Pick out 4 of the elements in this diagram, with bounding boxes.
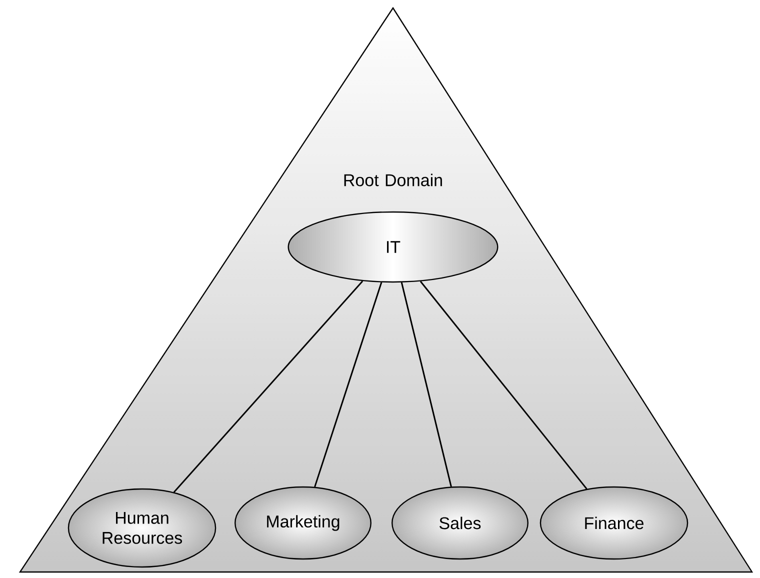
connector-line	[173, 280, 364, 493]
connector-line	[314, 282, 382, 488]
connector-line	[420, 280, 588, 490]
connector-line	[400, 282, 452, 487]
